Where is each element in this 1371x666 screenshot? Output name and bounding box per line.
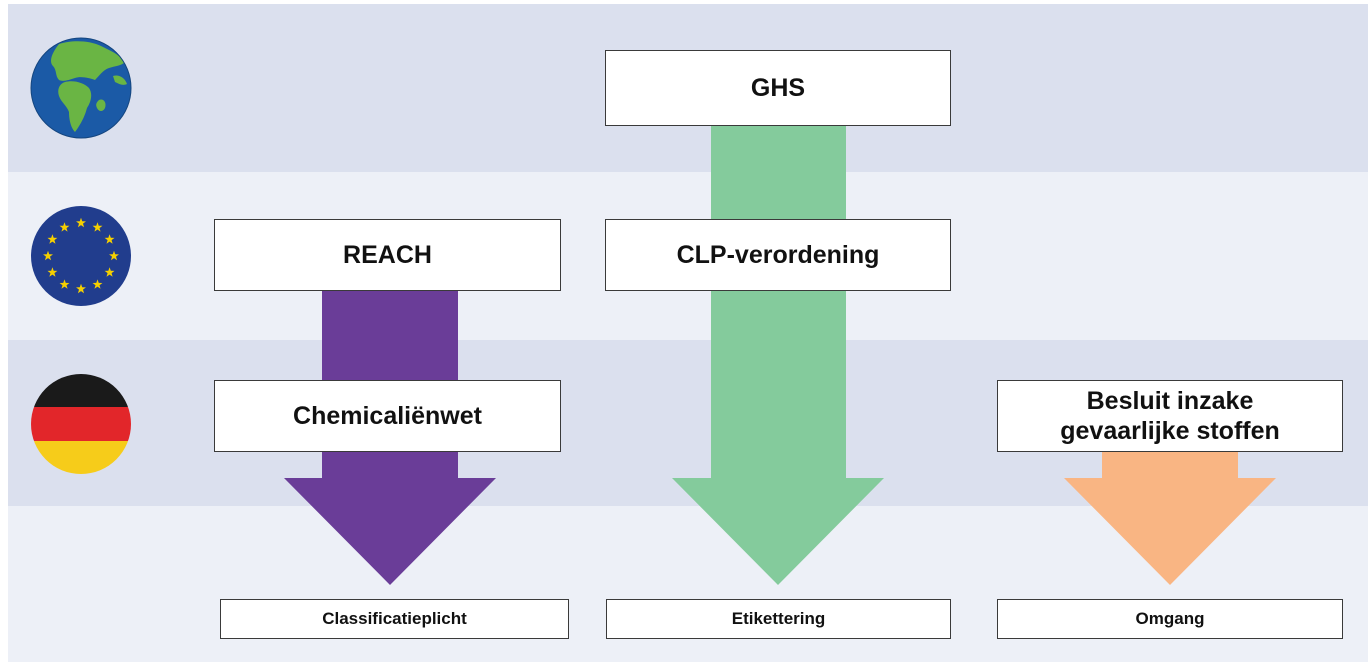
omgang-box: Omgang [997,599,1343,639]
classificatieplicht-label: Classificatieplicht [322,608,467,628]
besluit-label-line2: gevaarlijke stoffen [1060,417,1280,445]
eu-star-icon [104,267,115,277]
chemicalienwet-box: Chemicaliënwet [214,380,561,452]
etikettering-label: Etikettering [731,608,826,628]
omgang-label: Omgang [1135,608,1205,628]
eu-star-icon [104,234,115,244]
green-arrow [672,120,884,585]
clp-label: CLP-verordening [676,241,880,269]
globe-icon [29,36,133,140]
eu-star-icon [59,279,70,289]
ghs-box: GHS [605,50,951,126]
besluit-box: Besluit inzake gevaarlijke stoffen [997,380,1343,452]
eu-star-icon [92,222,103,232]
eu-star-icon [59,222,70,232]
eu-star-icon [76,283,86,294]
etikettering-box: Etikettering [606,599,951,639]
eu-star-icon [43,250,53,261]
classificatieplicht-box: Classificatieplicht [220,599,569,639]
eu-star-icon [109,250,119,261]
reach-box: REACH [214,219,561,291]
eu-star-icon [76,217,86,228]
eu-star-icon [92,279,103,289]
orange-arrow [1064,452,1276,585]
besluit-label-line1: Besluit inzake [1086,387,1254,415]
clp-box: CLP-verordening [605,219,951,291]
ghs-label: GHS [750,74,806,102]
germany-flag-icon [29,372,133,476]
eu-star-icon [47,267,58,277]
chemicalienwet-label: Chemicaliënwet [293,402,482,430]
eu-star-icon [47,234,58,244]
reach-label: REACH [343,241,432,269]
eu-flag-icon [29,204,133,308]
